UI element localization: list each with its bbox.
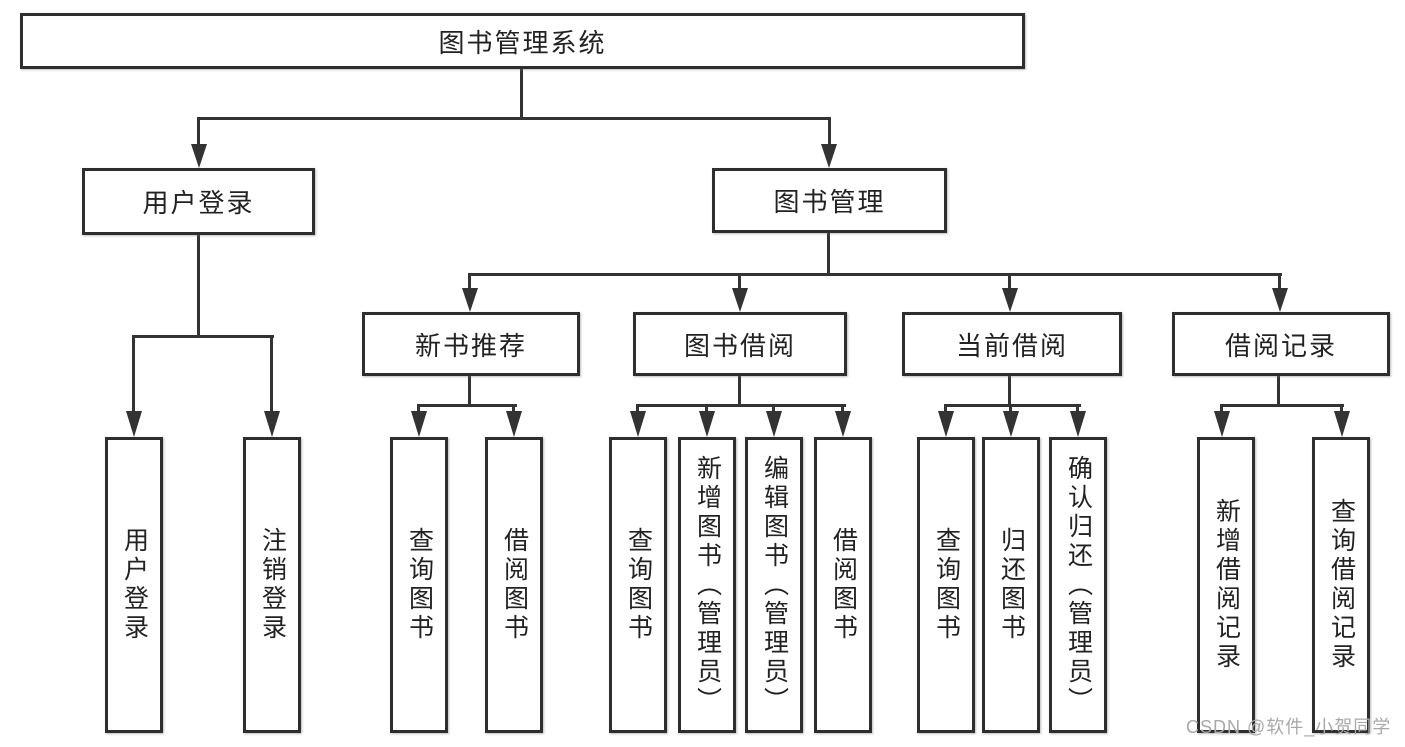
node-new-book-recommend-label: 新书推荐 [414,330,527,361]
connector-to-leaf-login [132,338,135,414]
connector-user-login-stem [197,235,200,338]
connector-drop [705,405,708,414]
node-book-borrow: 图书借阅 [633,312,847,376]
arrow-down-icon [191,144,207,168]
connector-to-new-book [468,276,471,290]
connector-new-book-rail [417,404,517,407]
leaf-borrow-add-admin: 新增图书（管理员） [678,437,736,733]
arrow-down-icon [411,411,427,437]
node-user-login-label: 用户登录 [142,188,255,218]
leaf-records-query-label: 查询借阅记录 [1327,498,1356,672]
leaf-borrow-query-label: 查询图书 [624,527,653,643]
leaf-current-confirm-admin: 确认归还（管理员） [1049,437,1107,733]
connector-drop [1340,405,1343,414]
leaf-borrow-add-admin-label: 新增图书（管理员） [693,454,722,716]
connector-to-user-login [197,119,200,147]
connector-book-mgmt-stem [827,233,830,275]
connector-current-borrow-stem [1008,376,1011,407]
arrow-down-icon [938,411,954,437]
connector-to-current-borrow [1008,276,1011,290]
leaf-borrow-borrow-label: 借阅图书 [829,527,858,643]
leaf-records-add-label: 新增借阅记录 [1212,498,1241,672]
arrow-down-icon [1003,411,1019,437]
leaf-records-query: 查询借阅记录 [1312,437,1370,733]
leaf-current-query: 查询图书 [917,437,975,733]
leaf-newbook-borrow: 借阅图书 [485,437,543,733]
connector-drop [841,405,844,414]
connector-new-book-stem [468,376,471,407]
arrow-down-icon [1070,411,1086,437]
node-borrow-records-label: 借阅记录 [1224,330,1337,361]
arrow-down-icon [699,411,715,437]
connector-drop [944,405,947,414]
arrow-down-icon [821,144,837,168]
arrow-down-icon [732,288,748,312]
connector-book-mgmt-rail [468,273,1282,276]
node-new-book-recommend: 新书推荐 [362,312,580,376]
arrow-down-icon [1002,288,1018,312]
leaf-newbook-query: 查询图书 [390,437,448,733]
node-library-system-label: 图书管理系统 [438,27,607,58]
connector-drop [1076,405,1079,414]
connector-to-leaf-logout [270,338,273,414]
leaf-current-return-label: 归还图书 [997,527,1026,643]
arrow-down-icon [835,411,851,437]
node-current-borrow: 当前借阅 [902,312,1122,376]
leaf-borrow-edit-admin: 编辑图书（管理员） [745,437,803,733]
leaf-current-query-label: 查询图书 [932,527,961,643]
leaf-borrow-edit-admin-label: 编辑图书（管理员） [760,454,789,716]
arrow-down-icon [1272,288,1288,312]
arrow-down-icon [126,411,142,437]
leaf-logout-label: 注销登录 [258,527,287,643]
connector-root-stem [520,69,523,118]
connector-drop [772,405,775,414]
arrow-down-icon [766,411,782,437]
leaf-borrow-borrow: 借阅图书 [814,437,872,733]
node-library-system: 图书管理系统 [20,13,1025,69]
connector-drop [1009,405,1012,414]
connector-to-book-management [828,119,831,147]
arrow-down-icon [1334,411,1350,437]
arrow-down-icon [462,288,478,312]
connector-user-login-rail [132,335,274,338]
leaf-borrow-query: 查询图书 [609,437,667,733]
leaf-newbook-borrow-label: 借阅图书 [500,527,529,643]
connector-borrow-records-stem [1277,376,1280,407]
connector-root-rail [197,117,831,120]
arrow-down-icon [630,411,646,437]
node-book-management: 图书管理 [712,168,947,233]
node-current-borrow-label: 当前借阅 [955,330,1068,361]
node-user-login: 用户登录 [82,168,315,235]
node-book-borrow-label: 图书借阅 [683,330,796,361]
arrow-down-icon [264,411,280,437]
leaf-logout: 注销登录 [243,437,301,733]
connector-book-borrow-stem [738,376,741,407]
leaf-user-login: 用户登录 [105,437,163,733]
connector-current-borrow-rail [944,404,1081,407]
connector-to-borrow-records [1278,276,1281,290]
connector-drop [512,405,515,414]
leaf-user-login-label: 用户登录 [120,527,149,643]
connector-borrow-records-rail [1220,404,1344,407]
node-book-management-label: 图书管理 [773,187,886,217]
arrow-down-icon [506,411,522,437]
arrow-down-icon [1214,411,1230,437]
connector-drop [417,405,420,414]
leaf-current-confirm-admin-label: 确认归还（管理员） [1064,454,1093,716]
node-borrow-records: 借阅记录 [1172,312,1390,376]
connector-drop [636,405,639,414]
leaf-current-return: 归还图书 [982,437,1040,733]
leaf-newbook-query-label: 查询图书 [405,527,434,643]
connector-to-book-borrow [738,276,741,290]
leaf-records-add: 新增借阅记录 [1197,437,1255,733]
watermark: CSDN @软件_小贺同学 [1186,717,1392,737]
connector-drop [1220,405,1223,414]
connector-book-borrow-rail [636,404,846,407]
